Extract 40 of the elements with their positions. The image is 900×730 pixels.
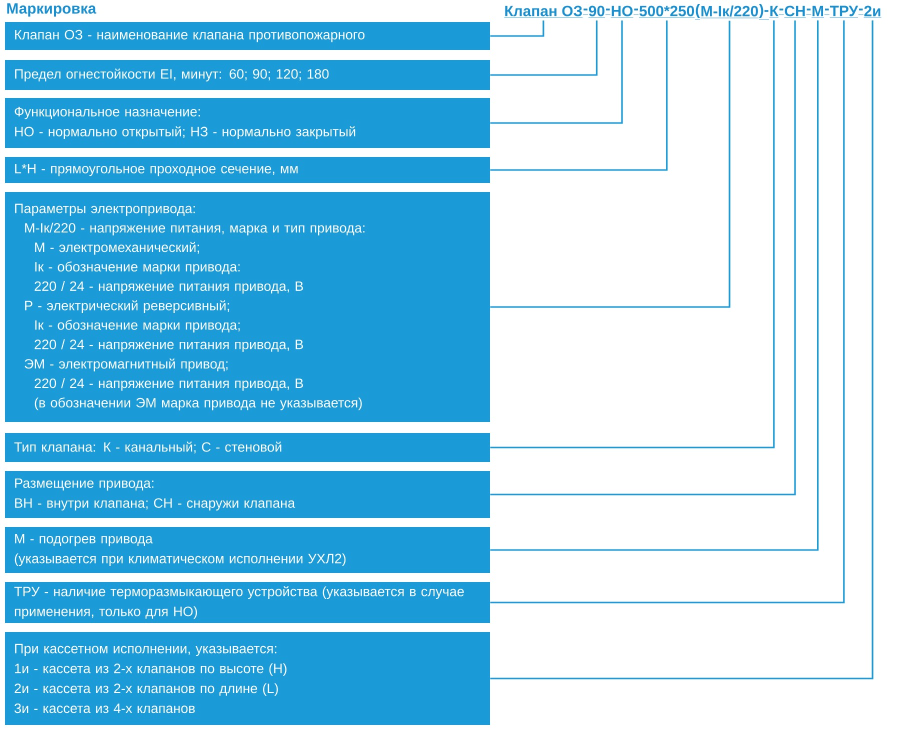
code-separator: - <box>824 8 830 15</box>
info-box: При кассетном исполнении, указывается: 1и - кассета из 2-х клапанов по высоте (H) 2и - кассета из 2-х клапанов по длине (L) 3и - кассета из 4-х клапанов <box>5 632 490 725</box>
code-segment: М-Ік/220 <box>700 5 759 18</box>
code-segment: 90 <box>588 6 606 18</box>
code-separator: - <box>605 8 611 15</box>
code-segment: М <box>811 6 824 18</box>
leader-line <box>490 20 668 171</box>
code-separator: - <box>778 8 784 15</box>
code-separator: - <box>806 8 812 15</box>
leader-line <box>490 20 819 551</box>
info-box: М - подогрев привода (указывается при климатическом исполнении УХЛ2) <box>5 527 490 573</box>
info-box: L*H - прямоугольное проходное сечение, мм <box>5 157 490 183</box>
leader-line <box>490 20 845 604</box>
info-box: Функциональное назначение: НО - нормально открытый; НЗ - нормально закрытый <box>5 98 490 148</box>
leader-line <box>490 20 598 76</box>
code-separator: - <box>633 8 639 15</box>
code-segment: 2и <box>864 6 882 18</box>
info-box: Размещение привода: ВН - внутри клапана; СН - снаружи клапана <box>5 471 490 518</box>
leader-line <box>490 20 623 124</box>
code-segment: СН <box>784 6 806 18</box>
leader-line <box>490 20 796 496</box>
code-separator: )- <box>758 4 770 20</box>
code-separator: - <box>582 8 588 15</box>
code-segment: 500*250 <box>638 6 695 18</box>
leader-line <box>490 20 544 37</box>
code-segment: ТРУ <box>830 6 858 18</box>
code-segment: Клапан ОЗ <box>504 6 583 18</box>
leader-line <box>490 20 775 448</box>
code-separator: ( <box>694 4 700 20</box>
code-segment: НО <box>610 6 634 18</box>
title: Маркировка <box>7 3 96 17</box>
code-separator: - <box>858 8 864 15</box>
info-box: Параметры электропривода: М-Ік/220 - напряжение питания, марка и тип привода: М - электромеханический; Ік - обозначение марки привода: 220 / 24 - напряжение питания привода, В Р - электрический реверсивный; Ік - обозначение марки привода; 220 / 24 - напряжение питания привода, В ЭМ - электромагнитный привод; 220 / 24 - напряжение питания привода, В (в обозначении ЭМ марка привода не указывается) <box>5 192 490 422</box>
leader-line <box>490 20 730 308</box>
info-box: Клапан ОЗ - наименование клапана противопожарного <box>5 22 490 50</box>
info-box: Предел огнестойкости EI, минут: 60; 90; 120; 180 <box>5 60 490 90</box>
code-segment: К <box>769 6 779 18</box>
info-box: ТРУ - наличие терморазмыкающего устройства (указывается в случае применения, только для НО) <box>5 582 490 623</box>
info-box: Тип клапана: К - канальный; С - стеновой <box>5 433 490 462</box>
leader-line <box>490 20 874 680</box>
